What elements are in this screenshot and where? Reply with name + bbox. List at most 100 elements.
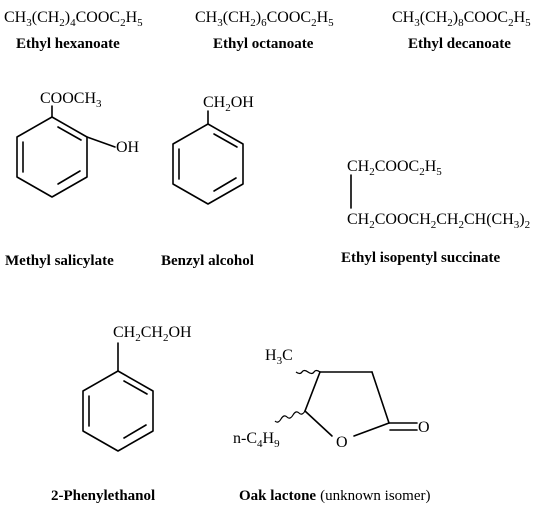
oak-lactone-butyl-label: n-C4H9 bbox=[233, 430, 280, 450]
formula-subscript: 2 bbox=[250, 17, 256, 29]
ethyl-octanoate-name: Ethyl octanoate bbox=[213, 36, 314, 52]
formula-subscript: 4 bbox=[70, 17, 76, 29]
formula-subscript: 5 bbox=[525, 17, 531, 29]
formula-text: O bbox=[336, 434, 348, 451]
methyl-salicylate-ester-label: COOCH3 bbox=[40, 90, 102, 110]
formula-text: (CH bbox=[420, 9, 448, 26]
methyl-salicylate-structure bbox=[16, 105, 116, 198]
ethyl-hexanoate-name: Ethyl hexanoate bbox=[16, 36, 120, 52]
formula-subscript: 2 bbox=[525, 219, 531, 231]
formula-subscript: 2 bbox=[419, 166, 425, 178]
formula-subscript: 3 bbox=[414, 17, 420, 29]
formula-text: ) bbox=[519, 211, 524, 228]
formula-subscript: 3 bbox=[96, 98, 102, 110]
formula-subscript: 3 bbox=[217, 17, 223, 29]
ethyl-isopentyl-succinate-top-label: CH2COOC2H5 bbox=[347, 158, 442, 178]
2-phenylethanol-name: 2-Phenylethanol bbox=[51, 488, 155, 504]
methyl-salicylate-name: Methyl salicylate bbox=[5, 253, 114, 269]
formula-text: CH bbox=[392, 9, 415, 26]
formula-text: n-C bbox=[233, 430, 257, 447]
formula-subscript: 5 bbox=[436, 166, 442, 178]
oak-lactone-butyl-wavy-bond bbox=[274, 410, 306, 423]
formula-text: COOCH bbox=[40, 90, 96, 107]
formula-text: (CH bbox=[223, 9, 251, 26]
formula-subscript: 5 bbox=[137, 17, 143, 29]
2-phenylethanol-chain-label: CH2CH2OH bbox=[113, 324, 192, 344]
formula-text: H bbox=[514, 9, 526, 26]
formula-text: CH bbox=[203, 94, 226, 111]
formula-text: CH bbox=[113, 324, 136, 341]
ethyl-decanoate-name: Ethyl decanoate bbox=[408, 36, 511, 52]
formula-subscript: 6 bbox=[261, 17, 267, 29]
formula-text: CH bbox=[141, 324, 164, 341]
formula-text: H bbox=[126, 9, 138, 26]
oak-lactone-ring-oxygen-label: O bbox=[336, 434, 348, 451]
oak-lactone-carbonyl-oxygen-label: O bbox=[418, 419, 430, 436]
2-phenylethanol-structure bbox=[82, 342, 154, 452]
formula-subscript: 2 bbox=[369, 166, 375, 178]
oak-lactone-methyl-label: H3C bbox=[265, 347, 293, 367]
formula-text: H bbox=[425, 158, 437, 175]
formula-subscript: 2 bbox=[369, 219, 375, 231]
formula-text: OH bbox=[168, 324, 192, 341]
formula-subscript: 2 bbox=[458, 219, 464, 231]
formula-text: H bbox=[317, 9, 329, 26]
formula-subscript: 5 bbox=[328, 17, 334, 29]
formula-text: O bbox=[418, 419, 430, 436]
ethyl-isopentyl-succinate-name: Ethyl isopentyl succinate bbox=[341, 250, 501, 266]
formula-subscript: 2 bbox=[163, 332, 169, 344]
formula-text: H bbox=[265, 347, 277, 364]
ethyl-octanoate-formula: CH3(CH2)6COOC2H5 bbox=[195, 9, 334, 29]
formula-subscript: 8 bbox=[458, 17, 464, 29]
formula-text: ) bbox=[65, 9, 70, 26]
formula-subscript: 2 bbox=[447, 17, 453, 29]
formula-subscript: 2 bbox=[59, 17, 65, 29]
formula-text: COOC bbox=[375, 158, 419, 175]
compound-ethyl-hexanoate: CH3(CH2)4COOC2H5 Ethyl hexanoate bbox=[4, 9, 143, 52]
benzyl-alcohol-name: Benzyl alcohol bbox=[161, 253, 254, 269]
compound-oak-lactone: H3C n-C4H9 O O Oak lactone(unknown isome… bbox=[233, 347, 431, 504]
formula-text: COOC bbox=[76, 9, 120, 26]
ethyl-hexanoate-formula: CH3(CH2)4COOC2H5 bbox=[4, 9, 143, 29]
formula-subscript: 2 bbox=[135, 332, 141, 344]
formula-text: CH bbox=[436, 211, 459, 228]
formula-subscript: 2 bbox=[120, 17, 126, 29]
formula-subscript: 2 bbox=[508, 17, 514, 29]
formula-subscript: 2 bbox=[311, 17, 317, 29]
formula-text: OH bbox=[116, 139, 140, 156]
formula-text: COOCH bbox=[375, 211, 431, 228]
formula-text: CH bbox=[195, 9, 218, 26]
formula-subscript: 3 bbox=[277, 355, 283, 367]
formula-text: H bbox=[263, 430, 275, 447]
ethyl-isopentyl-succinate-bottom-label: CH2COOCH2CH2CH(CH3)2 bbox=[347, 211, 530, 231]
formula-subscript: 4 bbox=[257, 438, 263, 450]
compound-ethyl-octanoate: CH3(CH2)6COOC2H5 Ethyl octanoate bbox=[195, 9, 334, 52]
formula-text: ) bbox=[256, 9, 261, 26]
compound-ethyl-decanoate: CH3(CH2)8COOC2H5 Ethyl decanoate bbox=[392, 9, 531, 52]
formula-text: COOC bbox=[267, 9, 311, 26]
formula-text: C bbox=[282, 347, 293, 364]
oak-lactone-methyl-wavy-bond bbox=[295, 369, 321, 375]
formula-subscript: 2 bbox=[225, 102, 231, 114]
benzyl-alcohol-ch2oh-label: CH2OH bbox=[203, 94, 254, 114]
formula-text: CH bbox=[347, 158, 370, 175]
formula-subscript: 3 bbox=[26, 17, 32, 29]
compound-2-phenylethanol: CH2CH2OH 2-Phenylethanol bbox=[51, 324, 192, 504]
ethyl-decanoate-formula: CH3(CH2)8COOC2H5 bbox=[392, 9, 531, 29]
formula-text: CH bbox=[4, 9, 27, 26]
formula-subscript: 3 bbox=[514, 219, 520, 231]
compound-ethyl-isopentyl-succinate: CH2COOC2H5 CH2COOCH2CH2CH(CH3)2 Ethyl is… bbox=[341, 158, 530, 266]
formula-subscript: 2 bbox=[431, 219, 437, 231]
methyl-salicylate-hydroxyl-label: OH bbox=[116, 139, 140, 156]
formula-subscript: 9 bbox=[274, 438, 280, 450]
oak-lactone-name-note: (unknown isomer) bbox=[320, 488, 430, 504]
formula-text: CH bbox=[347, 211, 370, 228]
compound-benzyl-alcohol: CH2OH Benzyl alcohol bbox=[161, 94, 254, 269]
oak-lactone-structure bbox=[274, 369, 418, 437]
oak-lactone-name-line: Oak lactone(unknown isomer) bbox=[239, 488, 431, 504]
compound-methyl-salicylate: COOCH3 OH Methyl salicylate bbox=[5, 90, 140, 269]
formula-text: ) bbox=[453, 9, 458, 26]
formula-text: (CH bbox=[32, 9, 60, 26]
formula-text: COOC bbox=[464, 9, 508, 26]
